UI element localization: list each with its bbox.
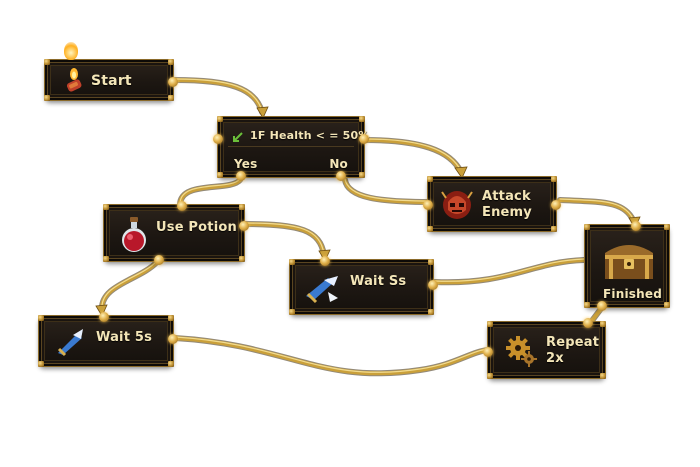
use-potion-input-port[interactable] — [177, 201, 187, 211]
condition-no-port[interactable] — [336, 171, 346, 181]
condition-node[interactable]: 1F Health < = 50% Yes No — [213, 116, 369, 181]
condition-label: 1F Health < = 50% — [250, 129, 370, 142]
repeat-label-line1: Repeat — [546, 335, 600, 350]
condition-output-port[interactable] — [359, 134, 369, 144]
wait-mid-label: Wait Ss — [350, 274, 407, 289]
use-potion-output-port[interactable] — [239, 221, 249, 231]
arrow-down-left-icon — [232, 128, 244, 147]
flame-glow-decoration — [64, 42, 78, 60]
use-potion-bottom-port[interactable] — [154, 255, 164, 265]
start-output-port[interactable] — [168, 77, 178, 87]
torch-icon — [61, 68, 85, 100]
use-potion-node[interactable]: Use Potion — [103, 201, 249, 265]
use-potion-label: Use Potion — [156, 220, 237, 235]
wait-mid-input-port[interactable] — [320, 256, 330, 266]
wait-left-node[interactable]: Wait 5s — [38, 312, 178, 367]
sword-icon — [55, 327, 85, 361]
wait-left-input-port[interactable] — [99, 312, 109, 322]
attack-output-port[interactable] — [551, 200, 561, 210]
condition-no-label: No — [329, 157, 348, 171]
wire-potion-to-waitmid — [242, 221, 327, 258]
treasure-chest-icon — [601, 235, 657, 285]
start-node[interactable]: Start — [44, 59, 178, 101]
condition-yes-label: Yes — [234, 157, 258, 171]
sword-icon — [304, 274, 340, 308]
finished-node[interactable]: Finished — [584, 221, 670, 311]
wire-start-to-condition — [172, 77, 265, 115]
finished-input-port[interactable] — [631, 221, 641, 231]
finished-bottom-port[interactable] — [597, 301, 607, 311]
wait-left-output-port[interactable] — [168, 334, 178, 344]
wait-left-label: Wait 5s — [96, 330, 153, 345]
repeat-input-port[interactable] — [483, 347, 493, 357]
wait-mid-node[interactable]: Wait Ss — [289, 256, 438, 315]
finished-label: Finished — [603, 287, 662, 301]
condition-divider — [228, 146, 354, 147]
repeat-node[interactable]: Repeat 2x — [483, 318, 606, 379]
attack-input-port[interactable] — [423, 200, 433, 210]
attack-label-line1: Attack — [482, 189, 531, 204]
potion-icon — [118, 215, 150, 259]
attack-label-line2: Enemy — [482, 205, 532, 220]
repeat-label-line2: 2x — [546, 351, 564, 366]
skull-helmet-icon — [440, 188, 474, 226]
attack-enemy-node[interactable]: Attack Enemy — [423, 176, 561, 232]
condition-yes-port[interactable] — [236, 171, 246, 181]
wait-mid-output-port[interactable] — [428, 280, 438, 290]
gears-icon — [504, 334, 538, 372]
repeat-output-port[interactable] — [583, 318, 593, 328]
condition-input-port[interactable] — [213, 134, 223, 144]
start-label: Start — [91, 73, 132, 89]
